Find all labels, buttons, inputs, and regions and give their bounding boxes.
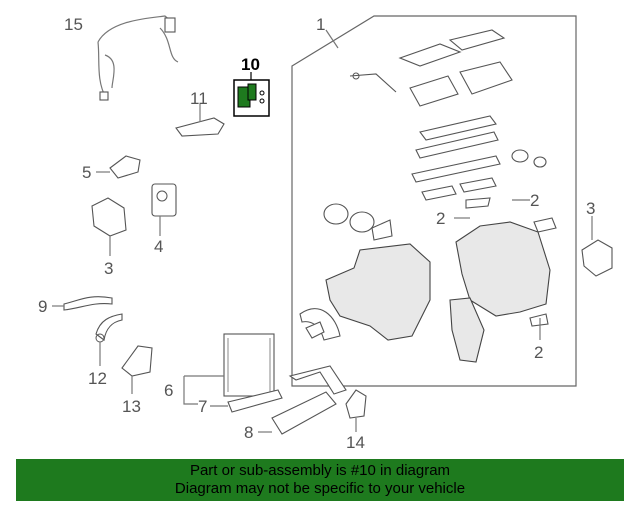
callout-6: 6 xyxy=(164,381,173,400)
callout-15: 15 xyxy=(64,15,83,34)
callout-5: 5 xyxy=(82,163,91,182)
vehicle-fit-banner: Part or sub-assembly is #10 in diagram D… xyxy=(16,459,624,501)
callout-14: 14 xyxy=(346,433,365,452)
callout-9: 9 xyxy=(38,297,47,316)
part-12 xyxy=(95,313,123,366)
banner-line-1: Part or sub-assembly is #10 in diagram xyxy=(189,462,451,479)
callout-1: 1 xyxy=(316,15,325,34)
callout-3-right: 3 xyxy=(586,199,595,218)
callout-8: 8 xyxy=(244,423,253,442)
part-6-evaporator xyxy=(183,333,275,405)
callout-3-left: 3 xyxy=(104,259,113,278)
part-11 xyxy=(175,104,225,137)
part-7 xyxy=(210,389,283,413)
part-3-right xyxy=(581,216,613,277)
part-4 xyxy=(151,183,177,236)
callout-11: 11 xyxy=(190,89,208,108)
callout-13: 13 xyxy=(122,397,141,416)
part-13 xyxy=(121,345,153,394)
callout-7: 7 xyxy=(198,397,207,416)
callout-4: 4 xyxy=(154,237,163,256)
banner-line-2: Diagram may not be specific to your vehi… xyxy=(174,480,466,497)
callout-10: 10 xyxy=(241,55,260,74)
assembly-outline xyxy=(291,15,577,387)
part-3-left xyxy=(91,197,127,256)
callout-2-mid: 2 xyxy=(436,209,445,228)
callout-12: 12 xyxy=(88,369,107,388)
part-14 xyxy=(345,389,367,432)
part-15-harness xyxy=(97,15,179,101)
part-9 xyxy=(52,296,113,311)
callout-leaders xyxy=(325,29,541,340)
main-assembly-parts xyxy=(299,29,557,363)
part-5 xyxy=(96,155,141,179)
callout-2-bottom: 2 xyxy=(534,343,543,362)
part-8-heater-core xyxy=(258,365,347,435)
callout-2-top: 2 xyxy=(530,191,539,210)
part-10-highlighted xyxy=(233,72,270,117)
